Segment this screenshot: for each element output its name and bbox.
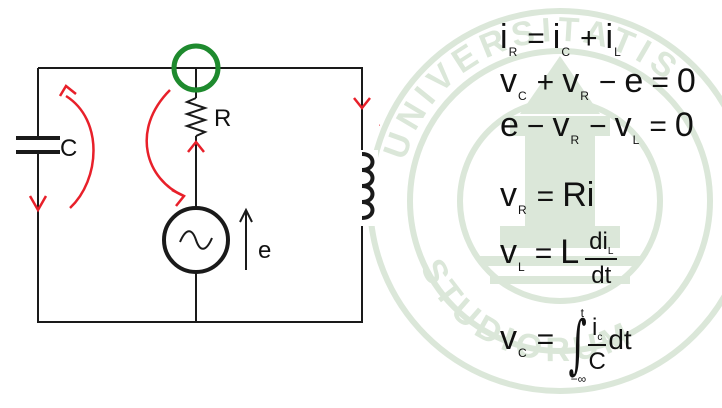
equation-kvl-2: e−vR−vL=0 bbox=[500, 106, 694, 147]
eq6-integral: ∫ t −∞ bbox=[567, 306, 588, 386]
source-label: e bbox=[258, 237, 271, 264]
eq6-dt: dt bbox=[608, 324, 632, 356]
equation-kcl: iR=iC+iL bbox=[500, 18, 623, 59]
eq5-denominator: dt bbox=[591, 262, 612, 289]
resistor-branch-arrow bbox=[187, 139, 205, 153]
eq1-lhs: i bbox=[500, 18, 508, 56]
eq3-op2: − bbox=[589, 110, 607, 143]
eq6-numerator: i bbox=[592, 314, 598, 341]
university-seal-watermark: UNIVERSITATIS STUDIORUM bbox=[367, 8, 722, 394]
eq2-op2: − bbox=[598, 66, 617, 99]
eq6-lhs-sub: C bbox=[518, 346, 527, 361]
eq6-lhs: v bbox=[500, 319, 517, 358]
eq1-term1-sub: C bbox=[561, 45, 570, 59]
eq3-b-sub: R bbox=[570, 133, 580, 147]
eq2-c: e bbox=[624, 62, 644, 100]
eq6-op: = bbox=[536, 323, 555, 357]
eq2-op3: = bbox=[651, 66, 669, 99]
equation-ohm: vR =Ri bbox=[500, 176, 595, 217]
eq4-op: = bbox=[536, 180, 555, 213]
capacitor bbox=[16, 68, 60, 322]
eq4-lhs-sub: R bbox=[518, 203, 527, 217]
eq1-op1: = bbox=[527, 22, 545, 55]
eq3-d: 0 bbox=[674, 106, 694, 144]
resistor-label: R bbox=[214, 105, 231, 132]
eq2-b: v bbox=[562, 62, 580, 100]
equation-kvl-1: vC+vR−e=0 bbox=[500, 62, 696, 103]
eq1-term2: i bbox=[605, 18, 614, 56]
capacitor-branch-arrow bbox=[28, 195, 48, 213]
rlc-circuit: C R e L bbox=[16, 43, 380, 323]
eq6-denominator: C bbox=[588, 348, 606, 375]
eq5-lhs: v bbox=[500, 233, 517, 272]
eq3-c-sub: L bbox=[632, 133, 640, 147]
eq3-b: v bbox=[552, 106, 570, 144]
middle-branch bbox=[162, 68, 230, 322]
eq5-numerator-sub: L bbox=[607, 246, 614, 257]
integral-sign-icon: ∫ bbox=[568, 308, 587, 382]
eq1-lhs-sub: R bbox=[508, 45, 518, 59]
eq2-d: 0 bbox=[676, 62, 696, 100]
inductor bbox=[350, 150, 378, 226]
eq5-coef: L bbox=[560, 233, 580, 272]
eq1-op2: + bbox=[580, 22, 598, 55]
eq2-a-sub: C bbox=[518, 89, 527, 103]
eq1-term2-sub: L bbox=[614, 45, 621, 59]
eq2-a: v bbox=[500, 62, 517, 100]
eq4-lhs: v bbox=[500, 176, 517, 214]
eq5-lhs-sub: L bbox=[518, 260, 525, 275]
eq4-rhs: Ri bbox=[562, 176, 595, 214]
node-highlight bbox=[171, 43, 221, 93]
eq1-term1: i bbox=[552, 18, 561, 56]
eq6-numerator-sub: c bbox=[597, 332, 603, 343]
resistor-current-arrow bbox=[145, 89, 185, 198]
eq5-op: = bbox=[534, 237, 553, 271]
source-voltage-arrow bbox=[239, 207, 253, 270]
capacitor-current-arrow bbox=[65, 94, 95, 209]
eq2-b-sub: R bbox=[580, 89, 589, 103]
eq6-lower-limit: −∞ bbox=[570, 372, 587, 386]
eq3-a: e bbox=[500, 106, 519, 144]
inductor-branch-arrow bbox=[353, 97, 371, 111]
eq3-op1: − bbox=[526, 110, 545, 143]
eq3-c: v bbox=[614, 106, 632, 144]
eq6-upper-limit: t bbox=[580, 306, 584, 320]
eq3-op3: = bbox=[649, 110, 667, 143]
eq2-op1: + bbox=[536, 66, 555, 99]
resistor bbox=[183, 97, 209, 137]
eq5-numerator: di bbox=[589, 228, 608, 255]
sine-wave-icon bbox=[179, 230, 213, 250]
capacitor-label: C bbox=[60, 135, 77, 162]
